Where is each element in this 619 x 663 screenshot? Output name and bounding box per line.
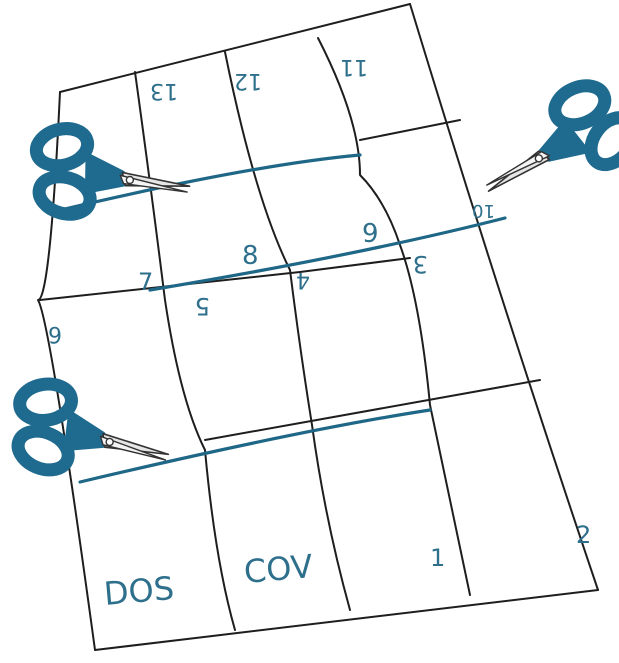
page-labels: DOS COV 1 2 3 4 5 6 7 8 9 10 11 12 13 — [48, 54, 591, 613]
label-page-12: 12 — [234, 68, 262, 93]
label-page-4: 4 — [296, 267, 310, 292]
fold-grid — [39, 37, 541, 631]
label-dos: DOS — [102, 569, 175, 613]
label-cov: COV — [242, 547, 314, 591]
paper-sheet — [37, 3, 599, 651]
label-page-10: 10 — [472, 200, 495, 221]
label-page-8: 8 — [242, 241, 259, 271]
scissors-icon — [3, 372, 178, 495]
label-page-7: 7 — [138, 268, 153, 296]
scissors-icon — [27, 120, 194, 227]
label-page-6: 6 — [48, 321, 62, 346]
label-page-2: 2 — [576, 521, 591, 549]
label-page-3: 3 — [413, 250, 428, 278]
cut-lines — [50, 153, 507, 484]
label-page-1: 1 — [430, 544, 445, 572]
label-page-11: 11 — [340, 54, 368, 79]
label-page-5: 5 — [195, 292, 210, 320]
label-page-13: 13 — [150, 78, 178, 103]
label-page-9: 9 — [362, 219, 379, 249]
